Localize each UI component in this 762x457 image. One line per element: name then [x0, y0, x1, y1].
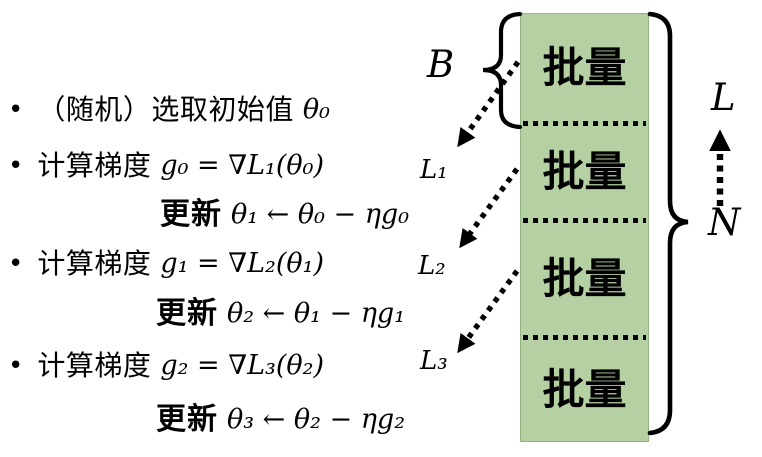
- update-formula: θ₁ ← θ₀ − ηg₀: [231, 199, 410, 230]
- step-formula: θ₀: [302, 94, 330, 125]
- batch-block: 批量: [521, 340, 648, 440]
- batch-loss-arrow-3: [457, 269, 520, 354]
- update-formula: θ₃ ← θ₂ − ηg₂: [227, 404, 406, 435]
- batch-separator: [523, 121, 646, 126]
- batch-separator: [523, 218, 646, 223]
- batch-block: 批量: [521, 126, 648, 218]
- batch-block: 批量: [521, 14, 648, 121]
- update-label: 更新: [160, 198, 222, 231]
- step-formula: g₂ = ∇L₃(θ₂): [160, 350, 325, 381]
- step-label: （随机）选取初始值: [37, 94, 294, 125]
- batch-label: 批量: [542, 148, 627, 195]
- update-formula: θ₂ ← θ₁ − ηg₁: [227, 298, 406, 329]
- update-label: 更新: [156, 403, 218, 436]
- step-line: • 计算梯度 g₀ = ∇L₁(θ₀): [8, 146, 324, 186]
- batch-separator: [523, 335, 646, 340]
- batch-size-brace: [482, 11, 523, 130]
- update-label: 更新: [156, 297, 218, 330]
- step-line: • 计算梯度 g₂ = ∇L₃(θ₂): [8, 346, 324, 386]
- loss-label-2: L₂: [418, 251, 446, 281]
- update-line: 更新 θ₃ ← θ₂ − ηg₂: [156, 400, 405, 440]
- step-formula: g₁ = ∇L₂(θ₁): [160, 248, 325, 279]
- dataset-column: 批量 批量 批量 批量: [520, 13, 649, 442]
- batch-loss-arrow-1: [457, 60, 521, 148]
- step-line: • 计算梯度 g₁ = ∇L₂(θ₁): [8, 244, 324, 284]
- update-line: 更新 θ₂ ← θ₁ − ηg₁: [156, 294, 405, 334]
- batch-size-label: B: [427, 43, 455, 86]
- step-label: 计算梯度: [37, 350, 152, 381]
- step-formula: g₀ = ∇L₁(θ₀): [160, 150, 325, 181]
- bullet-icon: •: [8, 351, 24, 381]
- update-line: 更新 θ₁ ← θ₀ − ηg₀: [160, 195, 409, 235]
- bullet-icon: •: [8, 151, 24, 181]
- step-line: • （随机）选取初始值 θ₀: [8, 90, 330, 130]
- dataset-brace: [647, 11, 689, 436]
- batch-label: 批量: [542, 43, 627, 91]
- bullet-icon: •: [8, 95, 24, 125]
- batch-label: 批量: [542, 366, 627, 413]
- batch-loss-arrow-2: [459, 167, 520, 249]
- total-loss-label: L: [711, 76, 736, 119]
- dataset-size-label: N: [708, 201, 741, 244]
- batch-block: 批量: [521, 223, 648, 335]
- loss-label-1: L₁: [420, 155, 448, 185]
- batch-label: 批量: [542, 255, 627, 302]
- bullet-icon: •: [8, 249, 24, 279]
- loss-label-3: L₃: [420, 346, 448, 376]
- step-label: 计算梯度: [37, 248, 152, 279]
- step-label: 计算梯度: [37, 150, 152, 181]
